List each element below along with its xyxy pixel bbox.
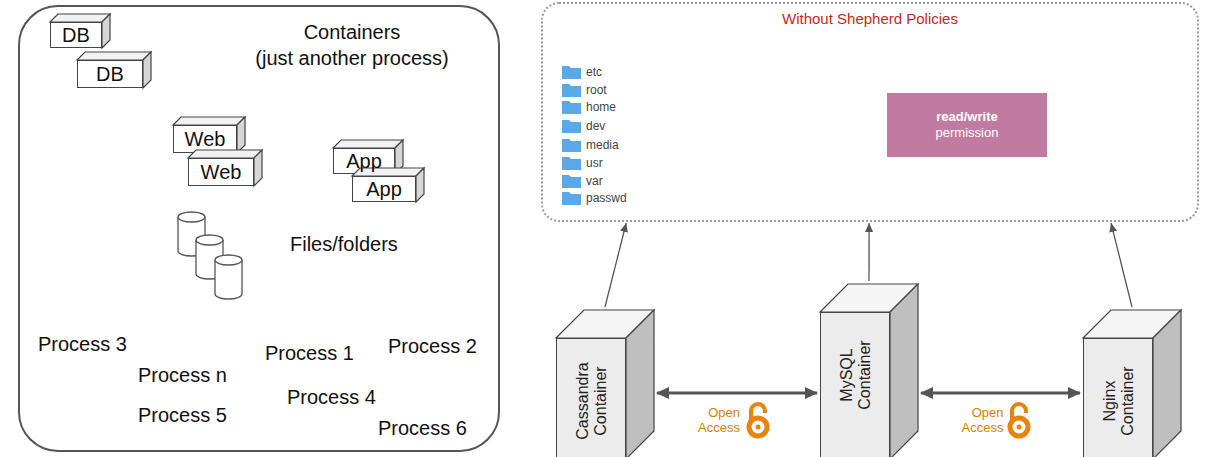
box-top-face (352, 168, 424, 176)
connector-arrow (605, 223, 626, 307)
folder-label: home (586, 100, 616, 114)
process-label: Process 4 (287, 386, 376, 409)
container-box: MySQL Container (820, 312, 890, 457)
process-label: Process 5 (138, 404, 227, 427)
container-label: Cassandra Container (574, 353, 610, 449)
box-label: Web (185, 129, 226, 149)
cylinder-body (215, 260, 242, 299)
connector-arrow (921, 392, 1080, 395)
container-box: Web (173, 125, 237, 153)
container-box: DB (50, 22, 102, 48)
box-side-face (626, 310, 654, 457)
panel-heading: Containers (242, 21, 462, 44)
storage-label: Files/folders (290, 233, 398, 256)
folder-label: var (586, 174, 603, 188)
folder-icons (562, 66, 581, 205)
container-label: Nginx Container (1101, 353, 1137, 449)
cylinder-top (178, 212, 205, 222)
box-side-face (416, 168, 424, 202)
container-box: DB (77, 60, 143, 88)
edge-label: Open Access (688, 405, 740, 435)
host-filesystem-region: Without Shepherd Policies read/writepermi… (541, 2, 1199, 222)
container-host-panel: Containers(just another process)DBDBWebW… (18, 5, 500, 452)
box-side-face (1153, 310, 1181, 457)
container-box: Nginx Container (1083, 338, 1153, 457)
process-label: Process 2 (388, 335, 477, 358)
process-label: Process 3 (38, 333, 127, 356)
connector-arrow (1111, 223, 1132, 307)
box-side-face (102, 14, 110, 48)
box-top-face (188, 150, 262, 158)
permission-box: read/writepermission (887, 93, 1047, 157)
permission-heading: read/write (936, 109, 997, 125)
folder-label: root (586, 83, 607, 97)
cylinder-icons (175, 208, 270, 303)
box-side-face (890, 284, 918, 457)
container-box: Web (188, 158, 254, 186)
panel-subheading: (just another process) (242, 47, 462, 70)
edge-label: Open Access (952, 405, 1004, 435)
permission-body: permission (936, 125, 999, 141)
box-label: DB (62, 25, 90, 45)
open-lock-icon (749, 404, 767, 436)
box-label: App (346, 151, 382, 171)
box-side-face (254, 150, 262, 186)
process-label: Process 1 (265, 342, 354, 365)
connector-arrow (657, 392, 817, 395)
region-title: Without Shepherd Policies (543, 10, 1197, 27)
box-label: DB (96, 64, 124, 84)
box-label: Web (201, 162, 242, 182)
process-label: Process 6 (378, 417, 467, 440)
box-side-face (237, 117, 245, 153)
storage-cylinders: Files/folders (175, 208, 410, 303)
folder-label: etc (586, 65, 602, 79)
box-top-face (173, 117, 245, 125)
cylinder-top (196, 235, 223, 245)
folder-label: dev (586, 119, 605, 133)
box-side-face (143, 52, 151, 88)
open-lock-icon (1010, 404, 1028, 436)
container-label: MySQL Container (838, 327, 874, 423)
folder-label: passwd (586, 191, 627, 205)
process-label: Process n (138, 364, 227, 387)
folder-label: usr (586, 156, 603, 170)
box-top-face (333, 140, 403, 148)
box-top-face (50, 14, 110, 22)
container-box: App (352, 176, 416, 202)
folder-label: media (586, 138, 619, 152)
connector-arrow (868, 223, 869, 281)
box-top-face (77, 52, 151, 60)
container-box: Cassandra Container (556, 338, 626, 457)
cylinder-top (215, 255, 242, 265)
box-label: App (366, 179, 402, 199)
